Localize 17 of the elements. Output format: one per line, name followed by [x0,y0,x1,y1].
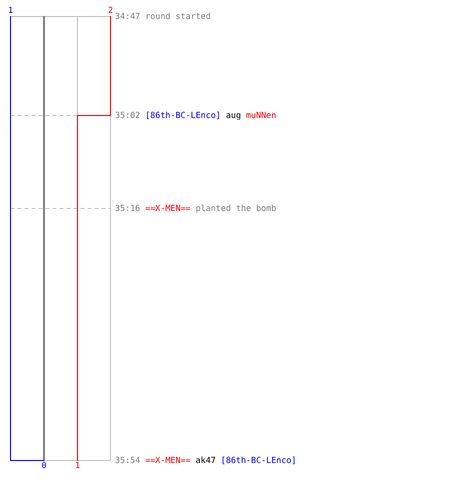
weapon-name: ak47 [196,455,216,465]
team-name: [86th-BC-LEnco] [145,110,221,120]
count-label: 0 [41,461,47,470]
count-label: 1 [74,461,80,470]
timestamp: 35:02 [115,110,140,120]
event-text: round started [145,11,211,21]
timestamp: 34:47 [115,11,140,21]
weapon-name: aug [226,110,241,120]
timestamp: 35:54 [115,455,140,465]
event-text: planted the bomb [196,203,276,213]
count-label: 2 [108,6,114,15]
team-name: ==X-MEN== [145,203,191,213]
timestamp: 35:16 [115,203,140,213]
team-name: [86th-BC-LEnco] [220,455,296,465]
team-name: ==X-MEN== [145,455,191,465]
count-label: 1 [8,6,14,15]
player-name: muNNen [246,110,276,120]
